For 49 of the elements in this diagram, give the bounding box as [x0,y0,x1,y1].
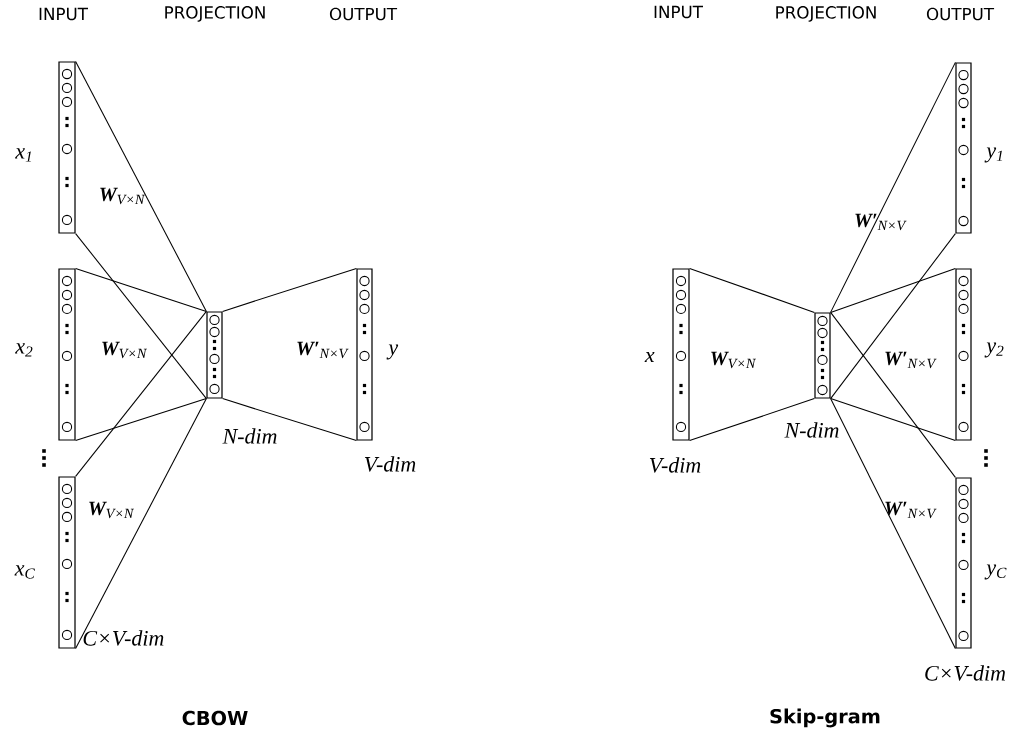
connector-line [689,398,815,442]
connector-line [75,310,207,477]
connector-line [222,398,357,442]
vector-label: y [386,344,399,360]
vector-label: V-dim [649,457,701,473]
connector-line [689,267,815,313]
vector-bar [206,311,223,399]
column-heading: OUTPUT [329,7,398,21]
vector-bar [814,312,831,399]
connector-line [830,233,956,400]
weight-label: W′$_{N×V}$ [855,213,907,231]
vector-label: x$_{C}$ [14,565,35,579]
vector-label: C×V-dim [83,630,164,646]
vector-bar [955,62,972,234]
weight-label: W$_{V×N}$ [102,341,147,359]
vector-bar [58,61,76,234]
connector-line [75,60,207,312]
vector-label: x$_{1}$ [15,148,32,162]
vector-label: y$_{C}$ [984,564,1007,580]
connector-line [830,398,956,650]
panel-title: CBOW [182,710,248,726]
connector-line [75,398,207,650]
vector-bar [58,476,76,649]
connector-line [830,398,956,442]
column-heading: INPUT [654,5,703,19]
connector-line [830,61,956,313]
vector-bar [58,268,76,441]
connector-line [830,267,956,313]
vector-label: x [644,351,655,363]
column-heading: PROJECTION [165,6,265,22]
vector-bar [672,268,690,441]
connector-line [75,233,207,400]
connector-line [75,398,207,442]
vector-bar [955,477,972,649]
vector-bar [955,268,972,441]
panel-title: Skip-gram [770,708,880,728]
connector-line [75,267,207,312]
weight-label: W$_{V×N}$ [100,187,145,205]
vector-label: y$_{1}$ [984,147,1003,163]
vector-label: N-dim [784,422,839,438]
connector-line [830,311,956,478]
vector-label: V-dim [364,456,416,472]
vector-label: N-dim [222,428,277,444]
vector-label: x$_{2}$ [15,343,33,357]
connector-line [222,267,357,312]
vector-bar [356,268,373,441]
column-heading: PROJECTION [776,6,876,22]
vector-label: y$_{2}$ [984,342,1004,358]
vector-label: C×V-dim [925,665,1006,681]
